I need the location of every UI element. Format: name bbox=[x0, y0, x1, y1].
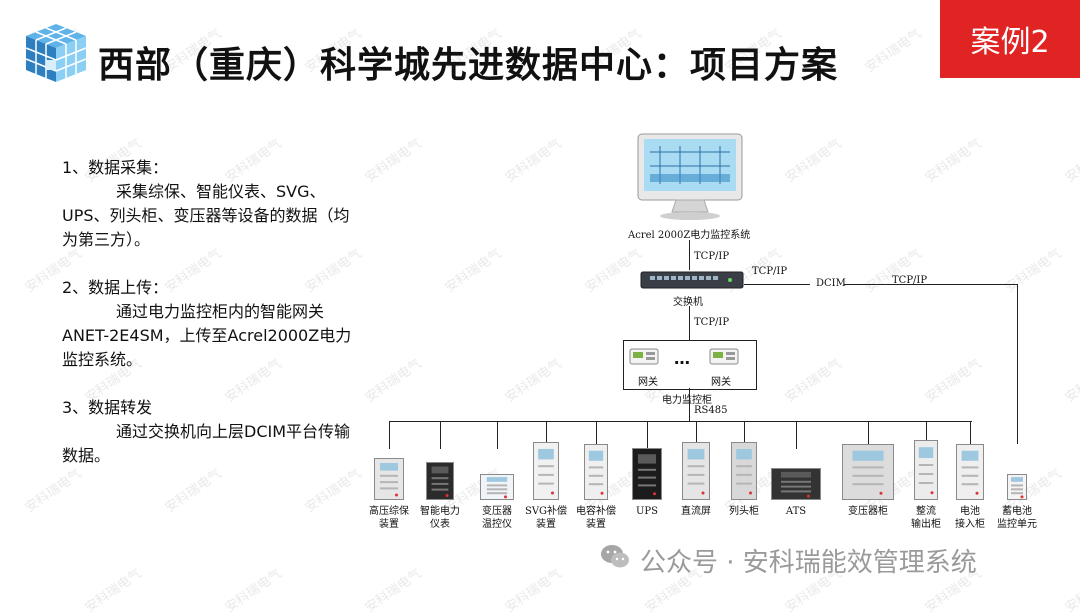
section-heading: 2、数据上传： bbox=[62, 278, 169, 297]
network-switch-icon bbox=[640, 270, 744, 290]
device-label: 直流屏 bbox=[681, 506, 711, 517]
device-drop-line bbox=[389, 421, 390, 449]
device-drop-line bbox=[970, 421, 971, 449]
rectifier-cabinet-icon bbox=[914, 440, 938, 500]
watermark-text: 安科瑞电气 bbox=[502, 356, 565, 406]
tcpip-label: TCP/IP bbox=[694, 251, 730, 262]
watermark-text: 安科瑞电气 bbox=[782, 356, 845, 406]
section-data-upload: 2、数据上传： 通过电力监控柜内的智能网关ANET-2E4SM，上传至Acrel… bbox=[62, 276, 352, 372]
section-data-collection: 1、数据采集： 采集综保、智能仪表、SVG、UPS、列头柜、变压器等设备的数据（… bbox=[62, 156, 352, 252]
protection-relay-icon bbox=[374, 458, 404, 500]
wechat-icon bbox=[600, 544, 630, 577]
footer-brand-text: 公众号 · 安科瑞能效管理系统 bbox=[640, 548, 977, 578]
description-panel: 1、数据采集： 采集综保、智能仪表、SVG、UPS、列头柜、变压器等设备的数据（… bbox=[62, 156, 352, 492]
watermark-text: 安科瑞电气 bbox=[502, 566, 565, 616]
section-body: 采集综保、智能仪表、SVG、UPS、列头柜、变压器等设备的数据（均为第三方）。 bbox=[62, 182, 350, 249]
temperature-controller-icon bbox=[480, 474, 514, 500]
capacitor-cabinet-icon bbox=[584, 444, 608, 500]
watermark-text: 安科瑞电气 bbox=[1062, 566, 1080, 616]
device-drop-line bbox=[440, 421, 441, 449]
case-badge: 案例2 bbox=[940, 0, 1080, 78]
link-cabinet-bus bbox=[689, 388, 690, 422]
gateway-icon bbox=[709, 346, 739, 366]
device-label: 智能电力 仪表 bbox=[420, 506, 460, 530]
device-drop-line bbox=[596, 421, 597, 449]
device-label: 整流 输出柜 bbox=[911, 506, 941, 530]
tcpip-label: TCP/IP bbox=[694, 317, 730, 328]
link-switch-dcim bbox=[744, 284, 810, 285]
gateway-label: 网关 bbox=[638, 377, 658, 388]
ups-icon bbox=[632, 448, 662, 500]
watermark-text: 安科瑞电气 bbox=[362, 566, 425, 616]
device-drop-line bbox=[497, 421, 498, 449]
tcpip-label: TCP/IP bbox=[752, 266, 788, 277]
cube-logo-icon bbox=[22, 22, 90, 84]
watermark-text: 安科瑞电气 bbox=[782, 136, 845, 186]
svg-cabinet-icon bbox=[533, 442, 559, 500]
page-title: 西部（重庆）科学城先进数据中心：项目方案 bbox=[98, 45, 839, 86]
watermark-text: 安科瑞电气 bbox=[862, 246, 925, 296]
device-label: 电容补偿 装置 bbox=[576, 506, 616, 530]
link-dcim-battery-monitor bbox=[844, 284, 1018, 285]
section-body: 通过电力监控柜内的智能网关ANET-2E4SM，上传至Acrel2000Z电力监… bbox=[62, 302, 352, 369]
gateway-label: 网关 bbox=[711, 377, 731, 388]
device-label: 变压器 温控仪 bbox=[482, 506, 512, 530]
device-label: SVG补偿 装置 bbox=[524, 506, 568, 530]
gateway-icon bbox=[629, 346, 659, 366]
rs485-bus bbox=[389, 421, 972, 422]
link-monitor-switch bbox=[689, 240, 690, 270]
monitor-label: Acrel 2000Z电力监控系统 bbox=[628, 230, 751, 241]
ats-switch-icon bbox=[771, 468, 821, 500]
footer-brand: 公众号 · 安科瑞能效管理系统 bbox=[600, 542, 977, 579]
device-label: 高压综保 装置 bbox=[369, 506, 409, 530]
column-head-cabinet-icon bbox=[731, 442, 757, 500]
monitor-icon bbox=[636, 132, 744, 222]
cabinet-label: 电力监控柜 bbox=[662, 395, 712, 406]
tcpip-label: TCP/IP bbox=[892, 275, 928, 286]
device-label: 电池 接入柜 bbox=[955, 506, 985, 530]
watermark-text: 安科瑞电气 bbox=[1002, 246, 1065, 296]
watermark-text: 安科瑞电气 bbox=[502, 136, 565, 186]
battery-monitor-icon bbox=[1007, 474, 1027, 500]
device-drop-line bbox=[647, 421, 648, 449]
dcim-label: DCIM bbox=[816, 278, 846, 289]
device-drop-line bbox=[546, 421, 547, 449]
watermark-text: 安科瑞电气 bbox=[1062, 356, 1080, 406]
device-drop-line bbox=[696, 421, 697, 449]
device-drop-line bbox=[744, 421, 745, 449]
device-drop-line bbox=[796, 421, 797, 449]
dc-panel-icon bbox=[682, 442, 710, 500]
device-drop-line bbox=[868, 421, 869, 449]
link-to-battery-monitor bbox=[1017, 284, 1018, 444]
section-heading: 3、数据转发 bbox=[62, 398, 153, 417]
section-data-forward: 3、数据转发 通过交换机向上层DCIM平台传输数据。 bbox=[62, 396, 352, 468]
battery-cabinet-icon bbox=[956, 444, 984, 500]
device-label: ATS bbox=[785, 506, 807, 517]
watermark-text: 安科瑞电气 bbox=[82, 566, 145, 616]
section-heading: 1、数据采集： bbox=[62, 158, 169, 177]
watermark-text: 安科瑞电气 bbox=[362, 136, 425, 186]
watermark-text: 安科瑞电气 bbox=[442, 246, 505, 296]
switch-label: 交换机 bbox=[673, 297, 703, 308]
watermark-text: 安科瑞电气 bbox=[862, 26, 925, 76]
device-label: 列头柜 bbox=[729, 506, 759, 517]
watermark-text: 安科瑞电气 bbox=[922, 136, 985, 186]
watermark-text: 安科瑞电气 bbox=[362, 356, 425, 406]
watermark-text: 安科瑞电气 bbox=[582, 246, 645, 296]
link-switch-cabinet bbox=[689, 306, 690, 340]
monitoring-cabinet-box: 网关 … 网关 bbox=[623, 340, 757, 390]
device-drop-line bbox=[926, 421, 927, 449]
ellipsis: … bbox=[674, 349, 690, 368]
section-body: 通过交换机向上层DCIM平台传输数据。 bbox=[62, 422, 351, 465]
watermark-text: 安科瑞电气 bbox=[922, 356, 985, 406]
watermark-text: 安科瑞电气 bbox=[1062, 136, 1080, 186]
transformer-cabinet-icon bbox=[842, 444, 894, 500]
device-label: 变压器柜 bbox=[848, 506, 888, 517]
rs485-label: RS485 bbox=[694, 405, 728, 416]
device-label: UPS bbox=[635, 506, 658, 517]
power-meter-icon bbox=[426, 462, 454, 500]
device-label: 蓄电池 监控单元 bbox=[997, 506, 1037, 530]
watermark-text: 安科瑞电气 bbox=[222, 566, 285, 616]
